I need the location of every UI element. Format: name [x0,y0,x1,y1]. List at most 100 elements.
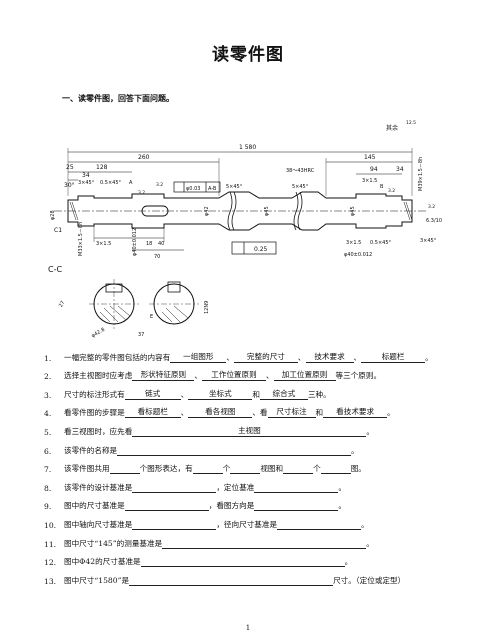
question-text: 。 [338,501,346,511]
question-text: 等三个原则。 [335,371,382,381]
rough-32b: 3.2 [156,182,163,188]
question-text: 、 [194,371,202,381]
question-item: 7.该零件图共用个图形表达，有个视图和个图。 [44,456,454,475]
dim-40a: φ40±0.012 [132,228,138,256]
question-number: 6. [44,446,52,456]
answer-blank[interactable] [230,464,261,475]
question-item: 12.图中Φ42的尺寸基准是。 [44,549,454,568]
answer-blank[interactable]: 链式 [124,388,181,400]
answer-blank[interactable]: 综合式 [259,388,308,400]
sec-dim-3: 37 [138,332,144,338]
dim-05x45b: 0.5×45° [370,240,392,246]
dim-260: 260 [138,154,150,161]
dim-m39: M39×1.5－8h [418,157,424,191]
answer-blank[interactable]: 一组图形 [170,351,227,363]
question-text: 、 [265,371,274,381]
question-text: 。 [361,519,369,529]
question-text: 尺寸。（定位或定型） [333,575,406,585]
answer-blank[interactable] [254,483,339,493]
answer-blank[interactable]: 工作位置原则 [201,369,266,382]
answer-blank[interactable] [283,464,314,475]
rough-6310: 6.3/10 [426,218,442,224]
question-number: 2. [44,372,52,382]
surface-value: 12.5 [406,120,416,126]
answer-blank[interactable]: 完整的尺寸 [233,351,298,363]
dim-5x45b: 5×45° [292,184,309,190]
question-item: 9.图中的尺寸基准是，看图方向是。 [44,493,454,512]
dim-40: 40 [158,241,164,247]
answer-blank[interactable] [132,520,217,530]
answer-blank[interactable]: 坐标式 [188,388,253,400]
answer-blank[interactable] [162,539,367,549]
question-text: 该零件的设计基准是 [64,482,133,492]
dim-3x15: 3×1.5 [362,178,377,184]
answer-blank[interactable]: 形状特征原则 [132,369,195,382]
answer-blank[interactable]: 尺寸标注 [267,406,316,419]
answer-blank[interactable] [277,520,362,530]
tol-value: 0.25 [254,246,268,253]
question-text: 、 [353,352,362,362]
question-item: 8.该零件的设计基准是，定位基准。 [44,474,454,493]
dim-128: 128 [96,164,108,171]
gdt-ref: A-B [208,186,217,192]
dim-3x45a: 3×45° [78,180,95,186]
question-text: 。 [351,445,359,455]
question-text: 和 [252,389,260,399]
rough-32a: 3.2 [138,190,145,196]
answer-blank[interactable]: 看各视图 [188,406,253,419]
question-number: 7. [44,465,52,475]
sec-dim-1: φ42.8 [91,327,107,339]
answer-blank[interactable]: 加工位置原则 [273,369,336,382]
question-text: 图中轴向尺寸基准是 [64,519,133,529]
question-text: 。 [425,352,433,362]
dim-94: 94 [370,166,378,173]
dim-45b: φ45 [350,206,356,216]
question-text: 尺寸的标注形式有 [64,389,125,399]
dim-05x45: 0.5×45° [100,180,122,186]
question-number: 5. [44,427,52,437]
answer-blank[interactable]: 看技术要求 [323,406,388,419]
answer-blank[interactable] [320,464,351,475]
answer-blank[interactable] [124,501,209,512]
question-number: 1. [44,353,52,363]
datum-a: A [129,180,133,186]
answer-blank[interactable] [117,446,352,456]
question-text: 三种。 [307,389,331,399]
question-text: 图中的尺寸基准是 [64,501,125,511]
question-text: 。 [366,538,374,548]
dim-38-43: 38～43HRC [286,168,315,174]
answer-blank[interactable] [109,464,140,475]
question-text: 、 [297,352,306,362]
dim-25: 25 [66,164,74,171]
question-number: 3. [44,390,52,400]
datum-b: B [380,184,384,190]
answer-blank[interactable]: 主视图 [132,425,367,437]
gdt-value: φ0.03 [186,186,200,192]
answer-blank[interactable] [254,501,339,512]
answer-blank[interactable] [192,464,223,475]
answer-blank[interactable]: 看标题栏 [124,406,181,419]
question-text: 、 [180,408,189,418]
question-text: ，定位基准 [216,482,255,492]
question-item: 11.图中尺寸“145”的测量基准是。 [44,530,454,549]
sec-dim-2: 12N9 [204,301,210,314]
dim-30deg: 30° [64,182,75,189]
question-text: 一幅完整的零件图包括的内容有 [64,352,171,362]
answer-blank[interactable]: 技术要求 [305,351,354,363]
label-c1: C1 [54,227,62,234]
question-number: 13. [44,576,57,586]
dim-18: 18 [146,241,152,247]
dim-70: 70 [154,254,160,260]
section-heading: 一、读零件图，回答下面问题。 [62,94,174,103]
question-number: 12. [44,558,57,568]
question-number: 11. [44,539,57,549]
answer-blank[interactable]: 标题栏 [361,351,426,363]
question-text: 和 [315,408,324,418]
answer-blank[interactable] [140,557,345,568]
answer-blank[interactable] [129,576,334,586]
question-number: 10. [44,520,57,530]
answer-blank[interactable] [132,483,217,493]
dim-3x15c: 3×1.5 [346,240,361,246]
question-text: 个图形表达，有 [139,464,193,474]
question-text: 。 [344,557,353,567]
